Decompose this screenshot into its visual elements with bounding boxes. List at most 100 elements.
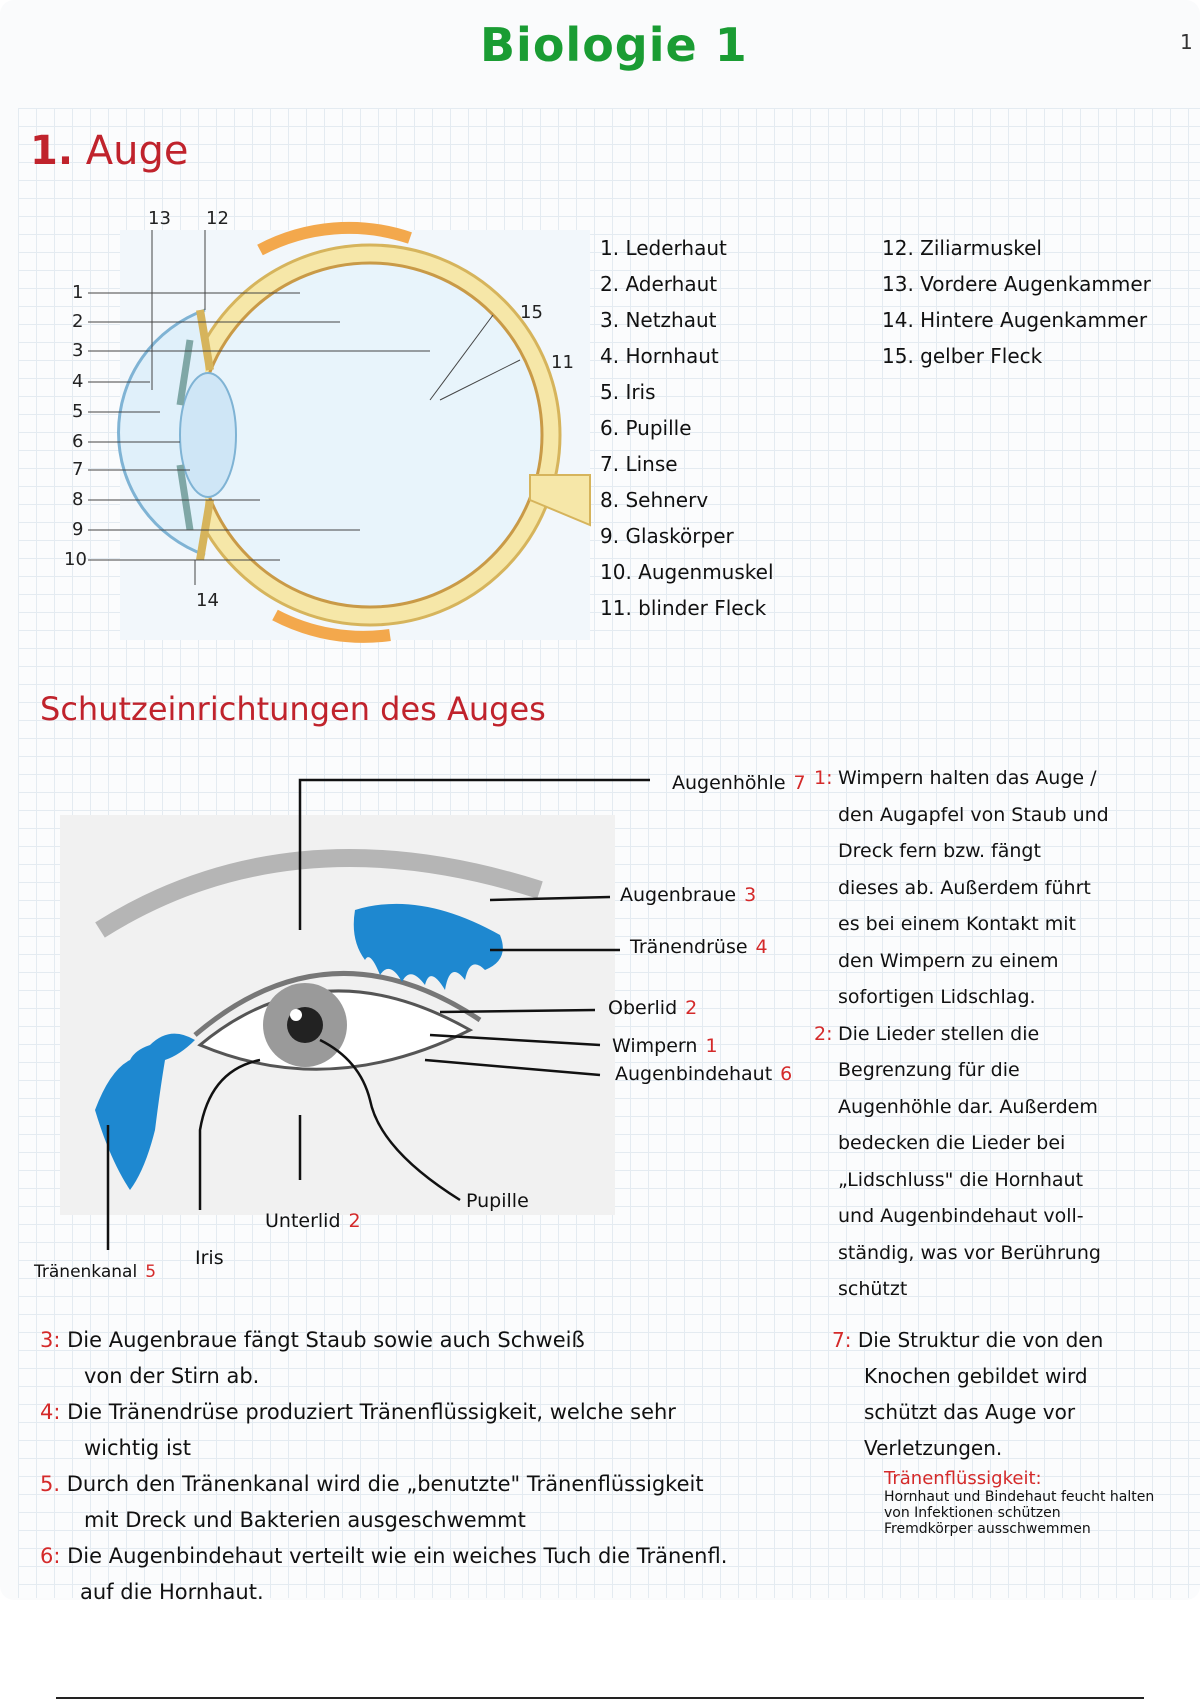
legend-item: 6. Pupille (600, 410, 774, 446)
callout-wimpern: Wimpern 1 (612, 1035, 718, 1057)
callout-number: 1 (705, 1035, 717, 1057)
notes-right: 1: Wimpern halten das Auge / den Augapfe… (838, 760, 1194, 1308)
note-line: Augenhöhle dar. Außerdem (838, 1089, 1194, 1126)
callout-pupille: Pupille (466, 1190, 529, 1212)
tear-fluid-box: Tränenflüssigkeit: Hornhaut und Bindehau… (884, 1468, 1194, 1537)
legend-item: 12. Ziliarmuskel (882, 230, 1151, 266)
note-line: und Augenbindehaut voll- (838, 1198, 1194, 1235)
note-marker: 5. (40, 1472, 60, 1496)
callout-number: 3 (744, 884, 756, 906)
diagram-number: 6 (72, 431, 83, 452)
diagram-number: 1 (72, 282, 83, 303)
note-6: 6: Die Augenbindehaut verteilt wie ein w… (40, 1538, 850, 1574)
note-4: 4: Die Tränendrüse produziert Tränenflüs… (40, 1394, 850, 1430)
note-line: schützt das Auge vor (832, 1394, 1192, 1430)
eye-cross-section-diagram (60, 220, 600, 650)
legend-item: 5. Iris (600, 374, 774, 410)
note-line: Die Augenbraue fängt Staub sowie auch Sc… (67, 1328, 585, 1352)
legend-item: 8. Sehnerv (600, 482, 774, 518)
notes-bottom-left: 3: Die Augenbraue fängt Staub sowie auch… (40, 1322, 850, 1600)
callout-iris: Iris (195, 1247, 224, 1269)
callout-label: Unterlid (265, 1210, 341, 1232)
tear-fluid-heading: Tränenflüssigkeit: (884, 1468, 1194, 1489)
note-line: es bei einem Kontakt mit (838, 906, 1194, 943)
callout-label: Tränenkanal (34, 1262, 137, 1282)
section-title: Auge (86, 128, 189, 174)
note-line: schützt (838, 1271, 1194, 1308)
note-line: wichtig ist (40, 1430, 850, 1466)
note-line: dieses ab. Außerdem führt (838, 870, 1194, 907)
note-line: bedecken die Lieder bei (838, 1125, 1194, 1162)
callout-number: 5 (145, 1262, 156, 1282)
section-heading-eye: 1. Auge (30, 128, 188, 174)
callout-label: Augenhöhle (672, 772, 786, 794)
diagram-number: 9 (72, 519, 83, 540)
callout-augenbraue: Augenbraue 3 (620, 884, 756, 906)
note-line: Begrenzung für die (838, 1052, 1194, 1089)
legend-item: 2. Aderhaut (600, 266, 774, 302)
legend-item: 9. Glaskörper (600, 518, 774, 554)
note-marker: 7: (832, 1328, 851, 1352)
diagram-number: 15 (520, 302, 543, 323)
legend-item: 13. Vordere Augenkammer (882, 266, 1151, 302)
legend-item: 7. Linse (600, 446, 774, 482)
note-2: 2: Die Lieder stellen die Begrenzung für… (838, 1016, 1194, 1308)
note-7: 7: Die Struktur die von den Knochen gebi… (832, 1322, 1192, 1466)
note-line: „Lidschluss" die Hornhaut (838, 1162, 1194, 1199)
diagram-number: 8 (72, 489, 83, 510)
callout-label: Iris (195, 1247, 224, 1269)
note-marker: 4: (40, 1400, 60, 1424)
callout-traenendruese: Tränendrüse 4 (630, 936, 768, 958)
page-number: 1 (1180, 30, 1193, 54)
note-line: Die Struktur die von den (858, 1328, 1103, 1352)
note-line: den Augapfel von Staub und (838, 797, 1194, 834)
legend-item: 15. gelber Fleck (882, 338, 1151, 374)
lens (180, 373, 236, 497)
eye-legend-column-2: 12. Ziliarmuskel 13. Vordere Augenkammer… (882, 230, 1151, 374)
note-line: Verletzungen. (832, 1430, 1192, 1466)
note-line: Die Tränendrüse produziert Tränenflüssig… (67, 1400, 676, 1424)
callout-label: Augenbraue (620, 884, 736, 906)
legend-item: 4. Hornhaut (600, 338, 774, 374)
footer-divider (56, 1697, 1144, 1699)
diagram-number: 3 (72, 340, 83, 361)
callout-augenbindehaut: Augenbindehaut 6 (615, 1063, 792, 1085)
diagram-number: 12 (206, 208, 229, 229)
callout-number: 4 (756, 936, 768, 958)
callout-augenhoehle: Augenhöhle 7 (672, 772, 806, 794)
section-heading-protection: Schutzeinrichtungen des Auges (40, 690, 546, 728)
page-title: Biologie 1 (480, 18, 748, 72)
note-5: 5. Durch den Tränenkanal wird die „benut… (40, 1466, 850, 1502)
legend-item: 3. Netzhaut (600, 302, 774, 338)
section-number: 1. (30, 128, 73, 174)
note-marker: 3: (40, 1328, 60, 1352)
note-marker: 2: (814, 1016, 833, 1053)
legend-item: 14. Hintere Augenkammer (882, 302, 1151, 338)
diagram-number: 7 (72, 459, 83, 480)
notebook-page: Biologie 1 1 1. Auge (0, 0, 1200, 1600)
callout-label: Augenbindehaut (615, 1063, 772, 1085)
callout-number: 7 (794, 772, 806, 794)
note-line: den Wimpern zu einem (838, 943, 1194, 980)
vitreous-body (198, 263, 542, 607)
diagram-number: 4 (72, 371, 83, 392)
callout-number: 2 (685, 997, 697, 1019)
note-line: Wimpern halten das Auge / (838, 760, 1194, 797)
diagram-number: 13 (148, 208, 171, 229)
note-line: auf die Hornhaut. (40, 1574, 850, 1600)
diagram-number: 5 (72, 401, 83, 422)
note-line: Knochen gebildet wird (832, 1358, 1192, 1394)
diagram-number: 2 (72, 311, 83, 332)
callout-traenenkanal: Tränenkanal 5 (34, 1262, 156, 1282)
callout-number: 6 (780, 1063, 792, 1085)
protective-structures-illustration (30, 770, 830, 1290)
legend-item: 10. Augenmuskel (600, 554, 774, 590)
note-line: von der Stirn ab. (40, 1358, 850, 1394)
tear-fluid-line: Fremdkörper ausschwemmen (884, 1521, 1194, 1537)
tear-fluid-line: Hornhaut und Bindehaut feucht halten (884, 1489, 1194, 1505)
pupil-highlight (290, 1009, 302, 1021)
callout-label: Tränendrüse (630, 936, 748, 958)
callout-label: Wimpern (612, 1035, 697, 1057)
eye-legend-column-1: 1. Lederhaut 2. Aderhaut 3. Netzhaut 4. … (600, 230, 774, 626)
note-line: Die Augenbindehaut verteilt wie ein weic… (67, 1544, 727, 1568)
